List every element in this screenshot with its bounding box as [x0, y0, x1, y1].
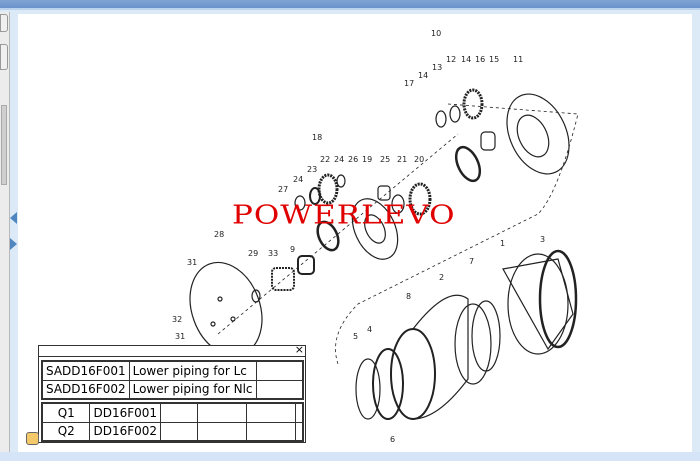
part-label: 27 [278, 185, 288, 194]
part-label: 25 [380, 155, 390, 164]
note-icon[interactable] [26, 432, 39, 445]
part-description: Lower piping for Lc [128, 360, 257, 381]
part-label: 14 [418, 71, 428, 80]
part-label: 24 [334, 155, 344, 164]
part-label: 29 [248, 249, 258, 258]
part-label: 23 [307, 165, 317, 174]
part-label: 26 [348, 155, 358, 164]
link-id[interactable]: Q2 [41, 421, 91, 442]
part-extra [255, 360, 304, 381]
print-button[interactable] [0, 44, 8, 70]
empty-cell [160, 402, 199, 423]
empty-cell [295, 421, 304, 442]
part-label: 31 [187, 258, 197, 267]
part-label: 24 [293, 175, 303, 184]
carrier-part [506, 93, 570, 175]
part-label: 11 [513, 55, 523, 64]
part-label: 10 [431, 29, 441, 38]
left-toolbar [0, 12, 10, 452]
part-label: 6 [390, 435, 395, 444]
link-code[interactable]: DD16F002 [89, 421, 162, 442]
part-label: 5 [353, 332, 358, 341]
parts-popup: × SADD16F001 Lower piping for Lc SADD16F… [38, 343, 306, 443]
part-label: 8 [406, 292, 411, 301]
part-label: 33 [268, 249, 278, 258]
part-label: 4 [367, 325, 372, 334]
empty-cell [246, 402, 296, 423]
part-label: 3 [540, 235, 545, 244]
watermark: POWERLEVO [232, 199, 456, 231]
popup-header: × [39, 343, 305, 357]
links-table: Q1 DD16F001 Q2 DD16F002 [41, 402, 304, 442]
part-label: 32 [172, 315, 182, 324]
title-bar [0, 0, 700, 10]
part-description: Lower piping for Nlc [128, 379, 257, 400]
link-code[interactable]: DD16F001 [89, 402, 162, 423]
part-code[interactable]: SADD16F001 [41, 360, 130, 381]
empty-cell [197, 421, 247, 442]
part-label: 15 [489, 55, 499, 64]
part-label: 9 [290, 245, 295, 254]
part-label: 16 [475, 55, 485, 64]
part-label: 14 [461, 55, 471, 64]
table-row[interactable]: SADD16F002 Lower piping for Nlc [41, 379, 304, 400]
part-label: 20 [414, 155, 424, 164]
empty-cell [246, 421, 296, 442]
collapse-left-icon[interactable] [10, 212, 17, 224]
part-label: 21 [397, 155, 407, 164]
part-label: 28 [214, 230, 224, 239]
part-label: 7 [469, 257, 474, 266]
scrollbar-thumb[interactable] [1, 105, 7, 185]
part-label: 22 [320, 155, 330, 164]
o-ring-part [454, 145, 482, 183]
part-code[interactable]: SADD16F002 [41, 379, 130, 400]
exploded-parts-diagram: 10 17 14 13 12 14 16 15 11 18 27 24 23 2… [172, 29, 579, 444]
link-id[interactable]: Q1 [41, 402, 91, 423]
housing-part [390, 328, 436, 420]
expand-right-icon[interactable] [10, 238, 17, 250]
table-row[interactable]: Q1 DD16F001 [41, 402, 304, 423]
close-icon[interactable]: × [294, 343, 304, 356]
empty-cell [160, 421, 199, 442]
parts-table: SADD16F001 Lower piping for Lc SADD16F00… [41, 360, 304, 400]
part-label: 19 [362, 155, 372, 164]
part-label: 2 [439, 273, 444, 282]
status-bar [0, 452, 700, 461]
table-row[interactable]: Q2 DD16F002 [41, 421, 304, 442]
part-label: 1 [500, 239, 505, 248]
empty-cell [295, 402, 304, 423]
part-label: 31 [175, 332, 185, 341]
part-label: 18 [312, 133, 322, 142]
part-label: 17 [404, 79, 414, 88]
empty-cell [197, 402, 247, 423]
toolbar-button[interactable] [0, 14, 8, 32]
part-extra [255, 379, 304, 400]
part-label: 13 [432, 63, 442, 72]
part-label: 12 [446, 55, 456, 64]
table-row[interactable]: SADD16F001 Lower piping for Lc [41, 360, 304, 381]
